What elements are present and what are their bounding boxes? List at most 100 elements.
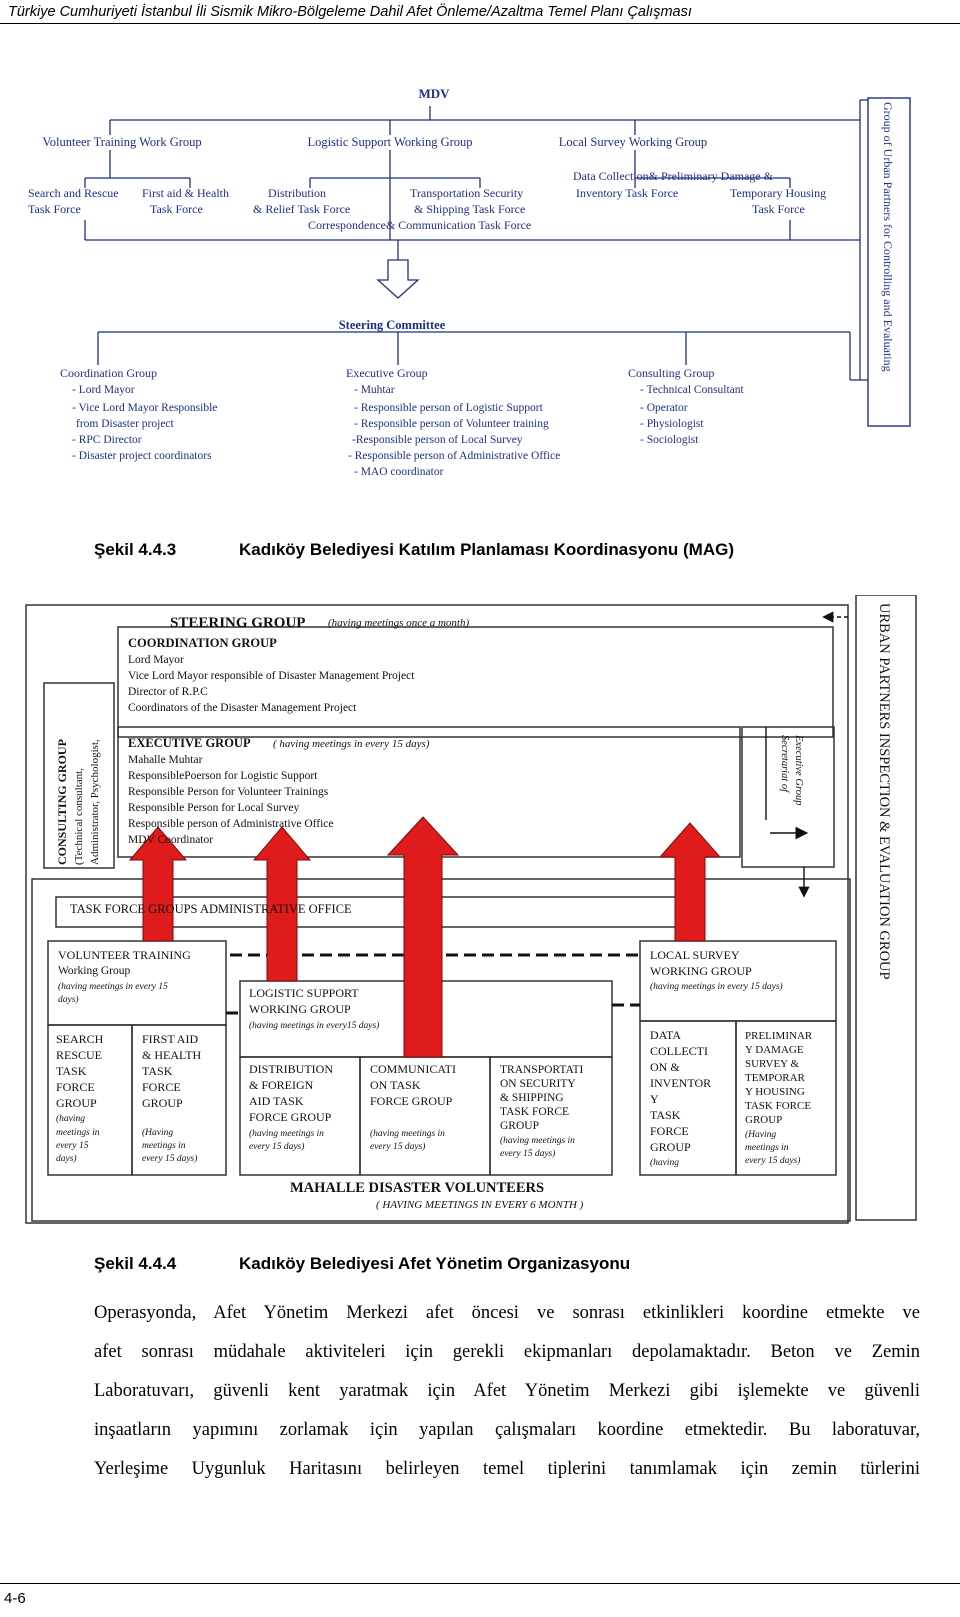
- consulting-item: - Technical Consultant: [640, 384, 745, 396]
- executive-member: ResponsiblePoerson for Logistic Support: [128, 770, 318, 782]
- svg-text:(having meetings in: (having meetings in: [370, 1128, 445, 1139]
- coordination-member: Coordinators of the Disaster Management …: [128, 702, 357, 714]
- logistic-support-group: LOGISTIC SUPPORT: [249, 986, 359, 1000]
- body-line: afet sonrası müdahale aktiviteleri için …: [94, 1342, 920, 1362]
- footer-rule: [0, 1583, 960, 1584]
- consulting-item: - Physiologist: [640, 418, 704, 430]
- svg-text:TASK FORCE: TASK FORCE: [500, 1106, 569, 1118]
- svg-text:& SHIPPING: & SHIPPING: [500, 1092, 564, 1104]
- svg-text:ON SECURITY: ON SECURITY: [500, 1078, 576, 1090]
- urban-partners-group: URBAN PARTNERS INSPECTION & EVALUATION G…: [876, 603, 892, 980]
- svg-text:INVENTOR: INVENTOR: [650, 1076, 711, 1090]
- svg-text:DATA: DATA: [650, 1028, 681, 1042]
- node-data-collection-line1: Data Collection& Preliminary Damage &: [573, 169, 774, 183]
- header-rule: [0, 23, 960, 24]
- node-temporary-housing-line2: Task Force: [752, 202, 805, 216]
- coordination-item: - Lord Mayor: [72, 384, 135, 396]
- svg-text:COLLECTI: COLLECTI: [650, 1044, 708, 1058]
- svg-text:PRELIMINAR: PRELIMINAR: [745, 1030, 813, 1042]
- first-aid-health-task-force: FIRST AID & HEALTH TASK FORCE GROUP (Hav…: [142, 1032, 202, 1164]
- executive-item: -Responsible person of Local Survey: [352, 434, 523, 446]
- node-temporary-housing-line1: Temporary Housing: [730, 186, 826, 200]
- node-first-aid-line2: Task Force: [150, 202, 203, 216]
- logistic-support-group: (having meetings in every15 days): [249, 1020, 379, 1031]
- node-search-rescue-line2: Task Force: [28, 202, 81, 216]
- consulting-group-label: (Technical consultant,: [73, 768, 85, 865]
- svg-text:every 15 days): every 15 days): [745, 1155, 800, 1166]
- svg-text:& HEALTH: & HEALTH: [142, 1048, 202, 1062]
- caption1-text: Kadıköy Belediyesi Katılım Planlaması Ko…: [239, 540, 735, 559]
- node-local-survey-working-group: Local Survey Working Group: [559, 135, 707, 149]
- volunteer-training-group: Working Group: [58, 965, 130, 977]
- consulting-group-label: Administrator, Psychologist,: [89, 739, 101, 865]
- svg-text:every 15 days): every 15 days): [142, 1153, 197, 1164]
- svg-text:GROUP: GROUP: [650, 1140, 691, 1154]
- executive-item: - MAO coordinator: [354, 466, 444, 478]
- svg-text:meetings in: meetings in: [142, 1141, 186, 1151]
- svg-text:TEMPORAR: TEMPORAR: [745, 1072, 806, 1084]
- svg-text:every 15: every 15: [56, 1141, 89, 1151]
- consulting-item: - Operator: [640, 402, 688, 414]
- svg-text:(Having: (Having: [745, 1129, 776, 1140]
- svg-text:FORCE: FORCE: [56, 1080, 95, 1094]
- distribution-task-force: DISTRIBUTION & FOREIGN AID TASK FORCE GR…: [249, 1062, 333, 1152]
- svg-text:(having: (having: [56, 1113, 85, 1124]
- local-survey-group: (having meetings in every 15 days): [650, 981, 783, 992]
- svg-text:(having meetings in: (having meetings in: [500, 1135, 575, 1146]
- running-header: Türkiye Cumhuriyeti İstanbul İli Sismik …: [8, 4, 692, 20]
- caption2-text: Kadıköy Belediyesi Afet Yönetim Organiza…: [239, 1254, 631, 1273]
- svg-text:TASK FORCE: TASK FORCE: [745, 1100, 811, 1112]
- node-search-rescue-line1: Search and Rescue: [28, 186, 119, 200]
- svg-text:FIRST AID: FIRST AID: [142, 1032, 198, 1046]
- svg-text:COMMUNICATI: COMMUNICATI: [370, 1062, 456, 1076]
- node-mdv: MDV: [418, 86, 450, 101]
- svg-text:TRANSPORTATI: TRANSPORTATI: [500, 1064, 584, 1076]
- consulting-item: - Sociologist: [640, 434, 699, 446]
- volunteer-training-group: VOLUNTEER TRAINING: [58, 948, 191, 962]
- executive-group-title: EXECUTIVE GROUP: [128, 736, 251, 750]
- svg-text:GROUP: GROUP: [745, 1114, 782, 1126]
- svg-text:TASK: TASK: [142, 1064, 173, 1078]
- task-force-admin-office: TASK FORCE GROUPS ADMINISTRATIVE OFFICE: [70, 902, 352, 916]
- svg-text:meetings in: meetings in: [745, 1143, 789, 1153]
- svg-text:ON TASK: ON TASK: [370, 1078, 421, 1092]
- coordination-member: Director of R.P.C: [128, 686, 208, 698]
- mahalle-volunteers-note: ( HAVING MEETINGS IN EVERY 6 MONTH ): [376, 1199, 584, 1211]
- svg-text:RESCUE: RESCUE: [56, 1048, 102, 1062]
- svg-text:FORCE: FORCE: [142, 1080, 181, 1094]
- svg-text:SURVEY &: SURVEY &: [745, 1058, 799, 1070]
- node-transportation-line2: & Shipping Task Force: [414, 202, 525, 216]
- caption2-number: Şekil 4.4.4: [94, 1254, 177, 1273]
- secretariat-label: Executive Group: [793, 734, 804, 805]
- svg-text:GROUP: GROUP: [142, 1096, 183, 1110]
- executive-item: - Muhtar: [354, 384, 395, 396]
- executive-member: Responsible Person for Volunteer Trainin…: [128, 786, 329, 798]
- coordination-member: Vice Lord Mayor responsible of Disaster …: [128, 670, 415, 682]
- svg-text:& FOREIGN: & FOREIGN: [249, 1078, 314, 1092]
- executive-member: Responsible person of Administrative Off…: [128, 818, 333, 830]
- executive-member: Responsible Person for Local Survey: [128, 802, 299, 814]
- coordination-member: Lord Mayor: [128, 654, 184, 666]
- body-paragraph: Operasyonda, Afet Yönetim Merkezi afet ö…: [94, 1294, 920, 1489]
- node-executive-group-title: Executive Group: [346, 366, 428, 380]
- steering-group-note: (having meetings once a month): [328, 617, 469, 629]
- node-data-collection-line2: Inventory Task Force: [576, 186, 678, 200]
- body-line: Yerleşime Uygunluk Haritasını belirleyen…: [94, 1459, 920, 1479]
- svg-text:TASK: TASK: [650, 1108, 681, 1122]
- svg-text:meetings in: meetings in: [56, 1128, 100, 1138]
- executive-item: - Responsible person of Administrative O…: [348, 450, 560, 462]
- svg-text:SEARCH: SEARCH: [56, 1032, 104, 1046]
- page-number: 4-6: [4, 1590, 26, 1607]
- node-volunteer-training-work-group: Volunteer Training Work Group: [42, 135, 201, 149]
- svg-text:FORCE GROUP: FORCE GROUP: [249, 1110, 332, 1124]
- communication-task-force: COMMUNICATI ON TASK FORCE GROUP (having …: [370, 1062, 456, 1152]
- svg-text:FORCE GROUP: FORCE GROUP: [370, 1094, 453, 1108]
- svg-text:FORCE: FORCE: [650, 1124, 689, 1138]
- node-correspondence: Correspondence& Communication Task Force: [308, 218, 531, 232]
- node-first-aid-line1: First aid & Health: [142, 186, 229, 200]
- svg-text:AID TASK: AID TASK: [249, 1094, 304, 1108]
- data-collection-task-force: DATA COLLECTI ON & INVENTOR Y TASK FORCE…: [650, 1028, 711, 1168]
- coordination-item: - RPC Director: [72, 434, 142, 446]
- node-transportation-line1: Transportation Security: [410, 186, 523, 200]
- preliminary-damage-task-force: PRELIMINAR Y DAMAGE SURVEY & TEMPORAR Y …: [745, 1030, 813, 1166]
